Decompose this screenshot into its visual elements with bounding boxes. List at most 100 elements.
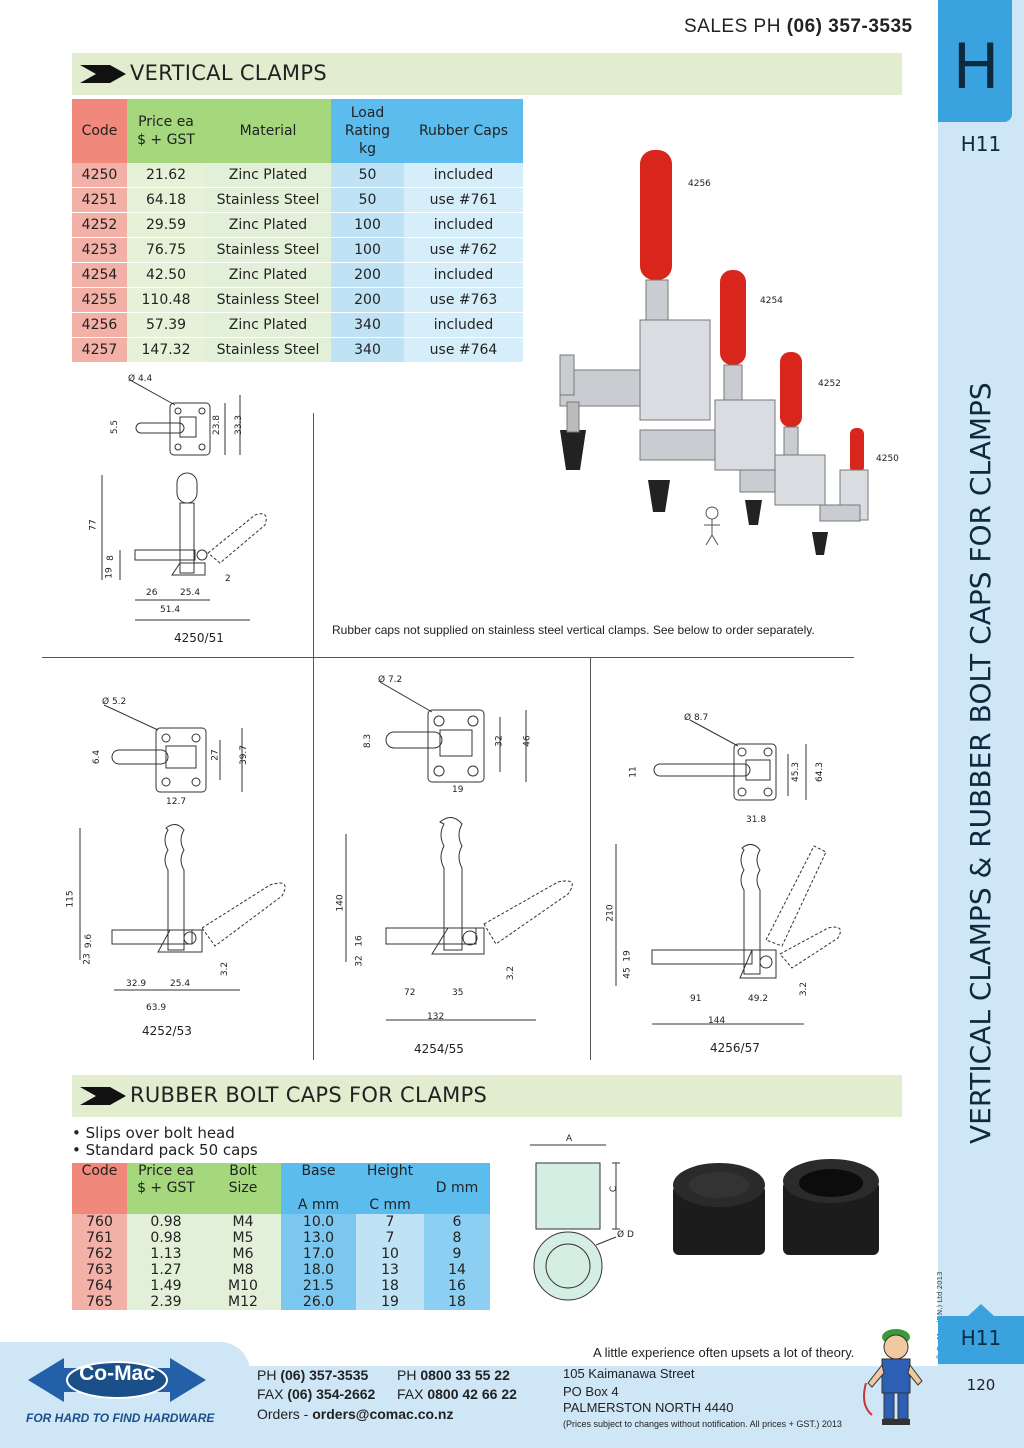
clamp-4250-image [812, 428, 869, 555]
photo-label-4254: 4254 [760, 296, 783, 306]
dim-w3: 12.7 [166, 797, 187, 807]
cell-price: 1.49 [127, 1278, 205, 1294]
cell-price: 1.13 [127, 1246, 205, 1262]
rubber-caps-note: Rubber caps not supplied on stainless st… [332, 623, 815, 637]
cell-height: 18 [356, 1278, 424, 1294]
footer-fax: FAX (06) 354-2662 [257, 1386, 376, 1402]
col-height: Height [356, 1163, 424, 1197]
cell-code: 4251 [72, 187, 127, 213]
drawing-4254 [345, 681, 573, 1021]
cell-price: 29.59 [127, 212, 205, 238]
section-title: VERTICAL CLAMPS [130, 61, 327, 85]
dim-total: 132 [427, 1012, 445, 1022]
drawing-4250 [101, 379, 267, 621]
cell-caps: included [404, 163, 523, 188]
dim-b: 35 [452, 988, 464, 998]
cell-code: 4254 [72, 262, 127, 288]
divider-vertical [313, 413, 314, 658]
bullet-item: • Slips over bolt head [72, 1124, 235, 1142]
cell-price: 76.75 [127, 237, 205, 263]
drawing-4256 [615, 719, 841, 1025]
cell-base: 17.0 [281, 1246, 356, 1262]
cell-caps: included [404, 212, 523, 238]
comac-logo[interactable] [24, 1352, 210, 1408]
dim-total: 144 [708, 1016, 726, 1026]
cell-height: 19 [356, 1294, 424, 1310]
dim-d: Ø D [617, 1230, 634, 1240]
address-line: PO Box 4 [563, 1384, 619, 1399]
dim-w3: 19 [452, 785, 464, 795]
drawing-4252 [79, 704, 286, 991]
tagline: FOR HARD TO FIND HARDWARE [26, 1411, 215, 1425]
dim-hole: Ø 7.2 [378, 675, 403, 685]
cell-caps: included [404, 312, 523, 338]
cell-material: Zinc Plated [205, 212, 331, 238]
dim-d2: 9.6 [84, 933, 95, 949]
dim-a: 91 [690, 994, 702, 1004]
cell-code: 762 [72, 1246, 127, 1262]
section-tab[interactable] [938, 0, 1012, 122]
divider-vertical [313, 657, 314, 1060]
cell-bolt: M6 [205, 1246, 281, 1262]
cell-price: 21.62 [127, 163, 205, 188]
dim-w2: 64.3 [815, 761, 826, 783]
mascot-image [863, 1329, 923, 1425]
cell-price: 0.98 [127, 1214, 205, 1230]
dim-a: 32.9 [126, 979, 147, 989]
dim-b: 25.4 [170, 979, 191, 989]
dim-height: 77 [88, 519, 99, 531]
dim-w2: 46 [522, 735, 533, 747]
dim-d1: 32 [354, 955, 365, 967]
cell-code: 763 [72, 1262, 127, 1278]
dim-d2: 19 [622, 950, 633, 962]
cell-height: 7 [356, 1230, 424, 1246]
cell-material: Zinc Plated [205, 163, 331, 188]
orders-email-link[interactable]: orders@comac.co.nz [312, 1406, 454, 1422]
photo-label-4250: 4250 [876, 454, 899, 464]
cell-bolt: M8 [205, 1262, 281, 1278]
dim-b: 25.4 [180, 588, 201, 598]
photo-label-4256: 4256 [688, 179, 711, 189]
cell-code: 4252 [72, 212, 127, 238]
dim-w2: 33.3 [234, 414, 245, 436]
cell-material: Stainless Steel [205, 187, 331, 213]
cell-d: 8 [424, 1230, 490, 1246]
dim-hole: Ø 8.7 [684, 713, 709, 723]
col-d: D mm [424, 1163, 490, 1214]
cell-base: 18.0 [281, 1262, 356, 1278]
address-line: 105 Kaimanawa Street [563, 1366, 695, 1381]
page-code-box [938, 1316, 1024, 1364]
cell-code: 4250 [72, 163, 127, 188]
cell-price: 147.32 [127, 337, 205, 363]
cell-d: 16 [424, 1278, 490, 1294]
cell-caps: use #762 [404, 237, 523, 263]
cell-load: 340 [331, 337, 404, 363]
dim-slot: 6.4 [92, 749, 103, 765]
col-code: Code [72, 1163, 127, 1214]
section-header-rubber-caps: RUBBER BOLT CAPS FOR CLAMPS [72, 1075, 902, 1117]
footer-freephone: PH 0800 33 55 22 [397, 1367, 510, 1383]
page-code-top: H11 [960, 132, 1002, 156]
section-letter: H [952, 30, 1000, 103]
cell-price: 57.39 [127, 312, 205, 338]
dim-t: 3.2 [506, 965, 517, 981]
footer-phone: PH (06) 357-3535 [257, 1367, 369, 1383]
photo-label-4252: 4252 [818, 379, 841, 389]
cell-price: 42.50 [127, 262, 205, 288]
cell-load: 200 [331, 287, 404, 313]
dim-d1: 23 [82, 953, 93, 965]
cell-base: 10.0 [281, 1214, 356, 1230]
cell-code: 4257 [72, 337, 127, 363]
drawing-caption: 4256/57 [710, 1041, 760, 1055]
section-title: RUBBER BOLT CAPS FOR CLAMPS [130, 1083, 488, 1107]
clamp-4256-image [559, 150, 711, 470]
side-title: VERTICAL CLAMPS & RUBBER BOLT CAPS FOR C… [964, 382, 997, 1144]
col-base: Base [281, 1163, 356, 1197]
cell-price: 0.98 [127, 1230, 205, 1246]
drawing-caption: 4254/55 [414, 1042, 464, 1056]
